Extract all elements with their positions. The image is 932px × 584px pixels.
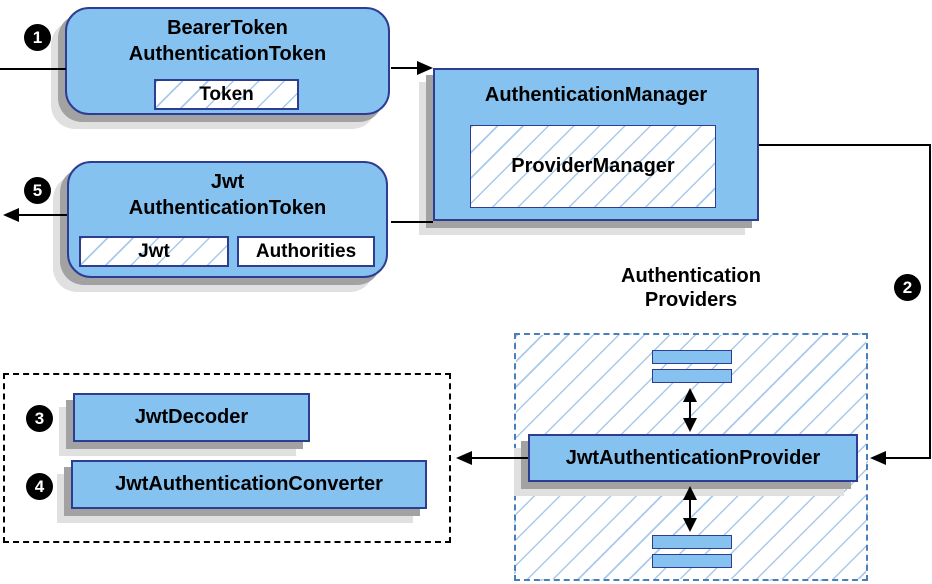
delegate-to-provider-arrowhead bbox=[870, 451, 886, 465]
jwt-token-title-line1: Jwt bbox=[210, 171, 245, 193]
jwt-authentication-provider-box: JwtAuthenticationProvider bbox=[528, 434, 858, 482]
provider-manager-box: ProviderManager bbox=[470, 125, 716, 208]
provider-list-bar bbox=[652, 369, 732, 383]
authentication-providers-label-line2: Providers bbox=[644, 289, 738, 311]
step-5-badge: 5 bbox=[24, 177, 51, 204]
step-1-badge: 1 bbox=[24, 24, 51, 51]
authorities-chip: Authorities bbox=[237, 236, 375, 267]
jwt-authentication-token-box: Jwt AuthenticationToken Jwt Authorities bbox=[67, 161, 388, 278]
authentication-providers-label: Authentication Providers bbox=[514, 264, 868, 312]
authenticate-arrowhead bbox=[417, 61, 433, 75]
authentication-manager-title: AuthenticationManager bbox=[484, 84, 708, 106]
jwt-decoder-box: JwtDecoder bbox=[73, 393, 310, 442]
provider-list-bar bbox=[652, 554, 732, 568]
uses-decoder-arrowhead bbox=[456, 451, 472, 465]
jwt-decoder-group bbox=[3, 373, 451, 543]
authentication-providers-label-line1: Authentication bbox=[621, 265, 761, 287]
bearer-token-title-line1: BearerToken bbox=[167, 17, 288, 39]
step-4-badge: 4 bbox=[26, 473, 53, 500]
jwt-authentication-converter-box: JwtAuthenticationConverter bbox=[71, 460, 427, 509]
success-return-arrowhead bbox=[3, 208, 19, 222]
jwt-chip: Jwt bbox=[79, 236, 229, 267]
jwt-token-title-line2: AuthenticationToken bbox=[128, 197, 327, 219]
provider-list-bar bbox=[652, 350, 732, 364]
authentication-manager-box: AuthenticationManager ProviderManager bbox=[433, 68, 759, 221]
step-3-badge: 3 bbox=[26, 405, 53, 432]
bearer-token-title-line2: AuthenticationToken bbox=[128, 43, 327, 65]
provider-list-bar bbox=[652, 535, 732, 549]
step-2-badge: 2 bbox=[894, 274, 921, 301]
bearer-token-authentication-token-box: BearerToken AuthenticationToken Token bbox=[65, 7, 390, 115]
token-chip: Token bbox=[154, 79, 299, 110]
